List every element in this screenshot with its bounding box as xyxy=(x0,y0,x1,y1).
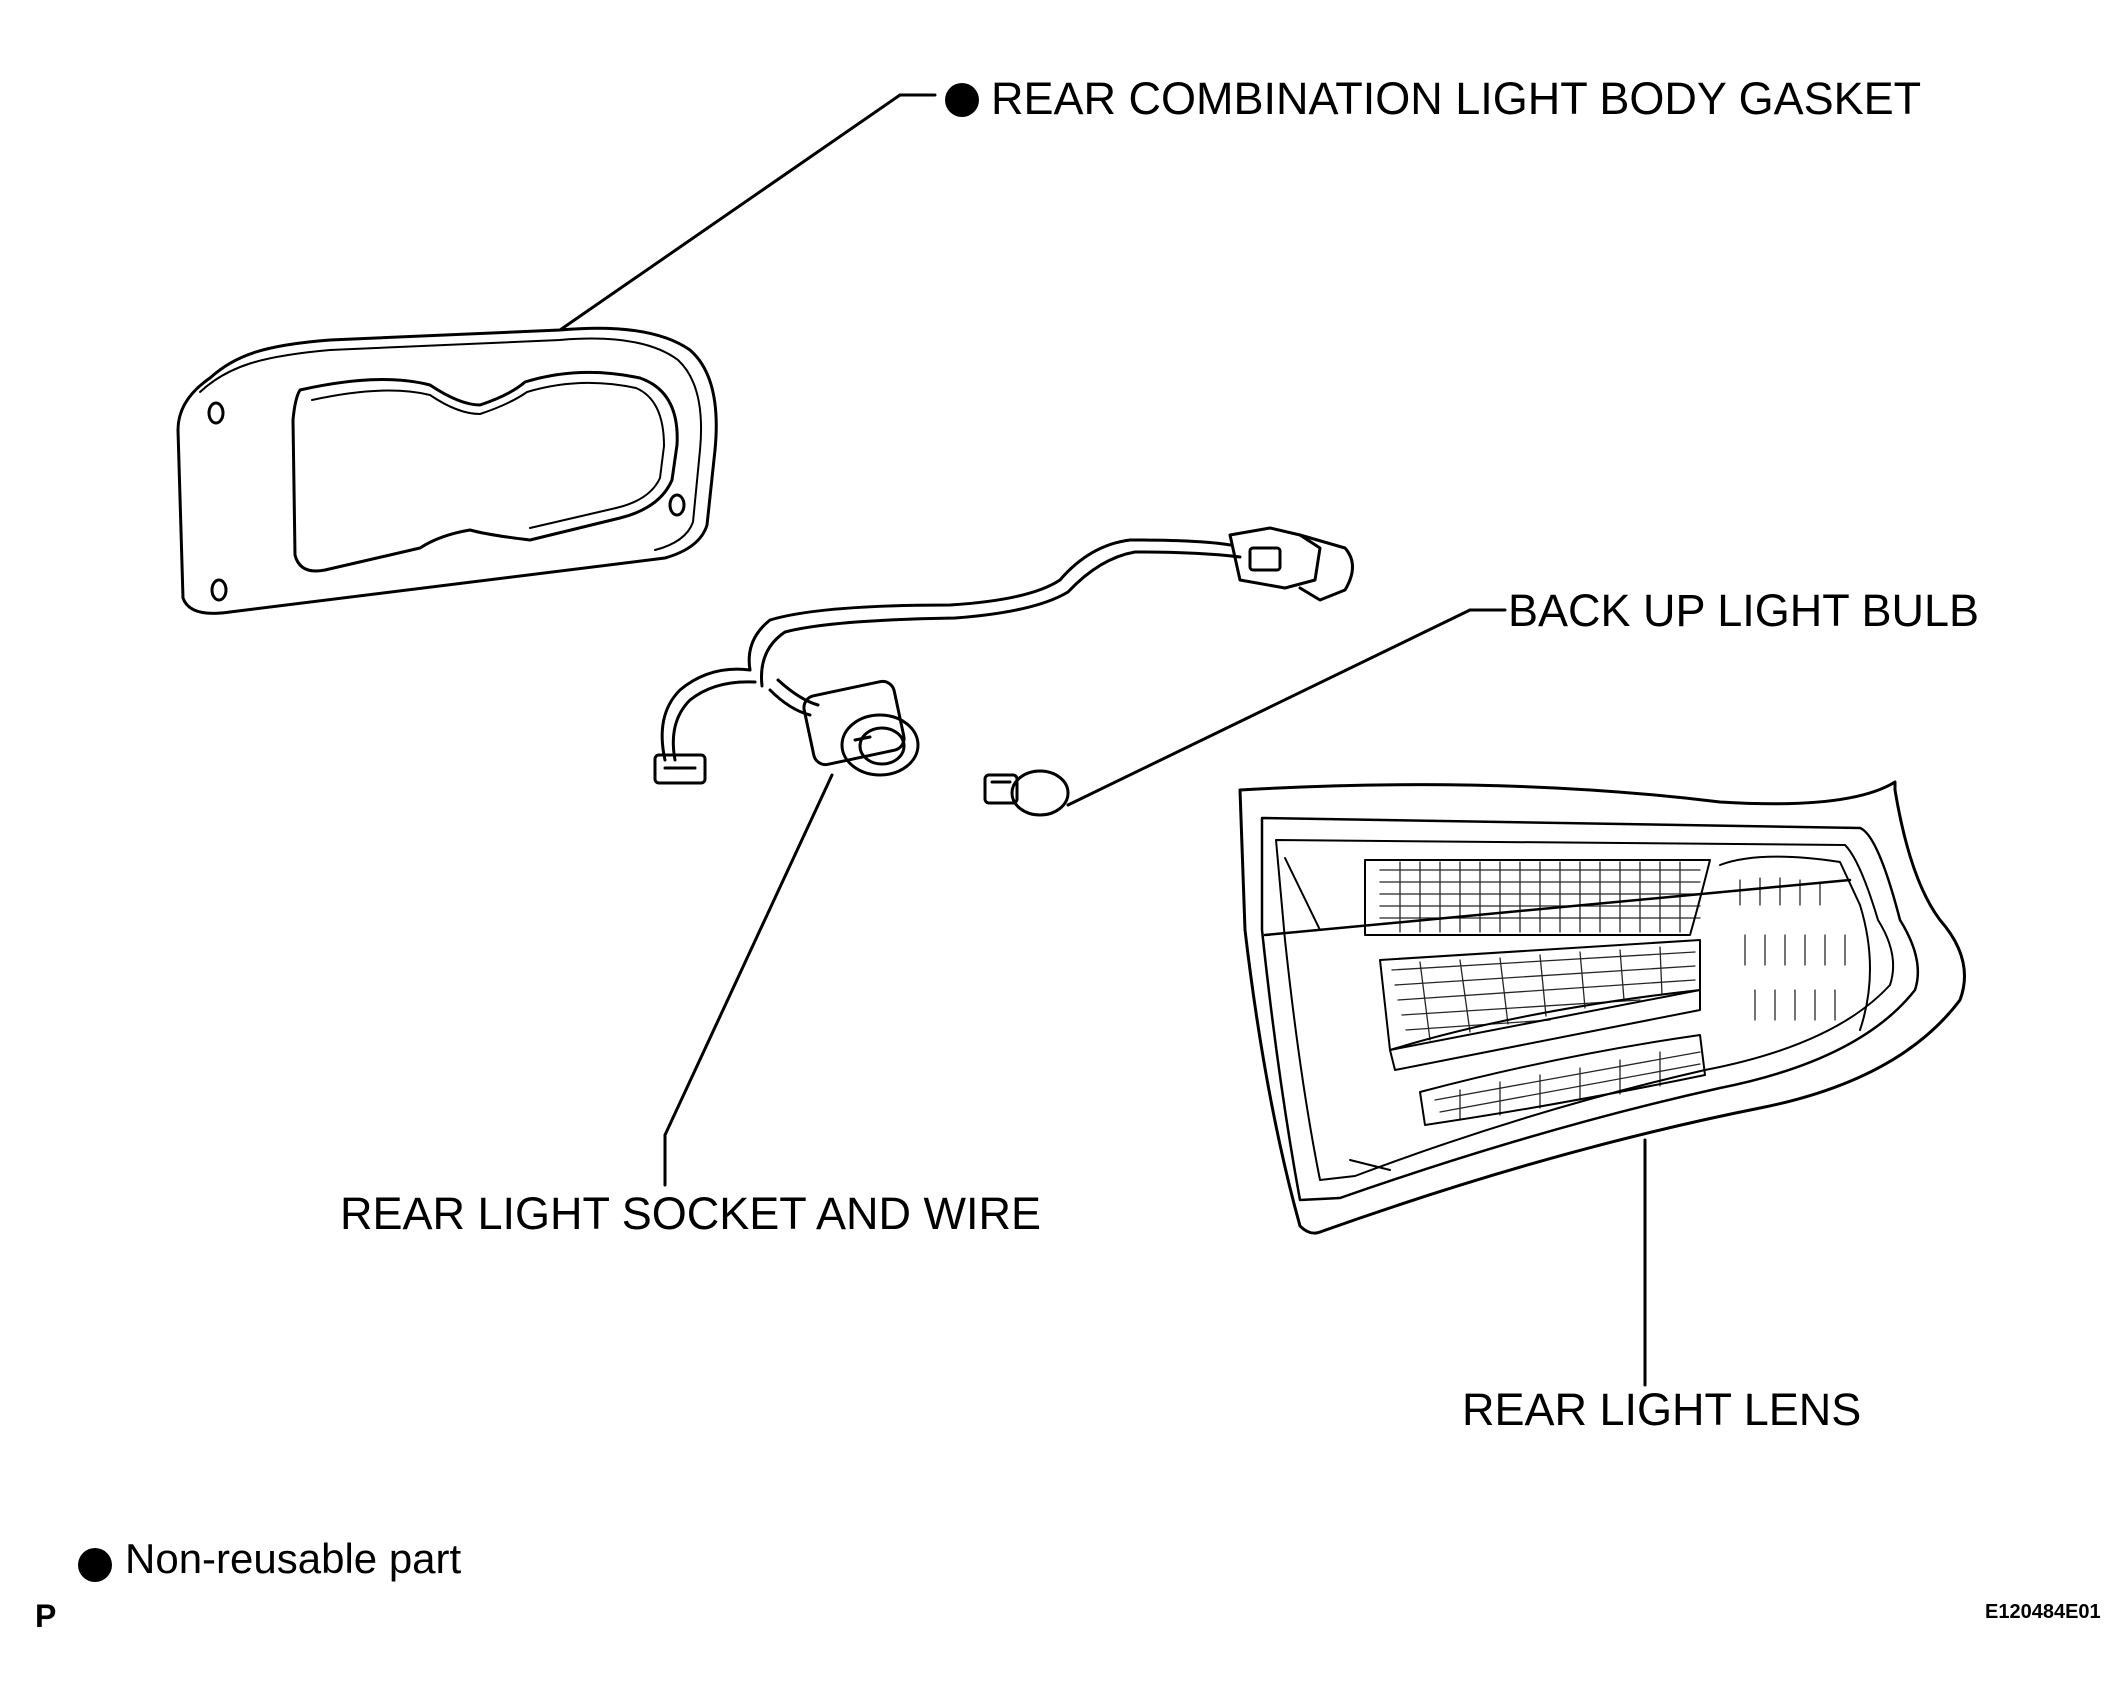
label-gasket: REAR COMBINATION LIGHT BODY GASKET xyxy=(945,76,1921,121)
rear-combination-light-body-gasket xyxy=(176,93,937,615)
rear-light-lens xyxy=(1238,780,1966,1387)
label-rear-light-socket-and-wire: REAR LIGHT SOCKET AND WIRE xyxy=(340,1188,1041,1239)
label-rear-light-lens: REAR LIGHT LENS xyxy=(1462,1384,1862,1435)
figure-id: E120484E01 xyxy=(1985,1601,2101,1623)
non-reusable-marker-icon xyxy=(945,83,979,117)
back-up-light-bulb xyxy=(983,608,1507,817)
footer-code: P xyxy=(35,1598,57,1634)
rear-light-socket-and-wire xyxy=(653,526,1354,1187)
label-gasket-text: REAR COMBINATION LIGHT BODY GASKET xyxy=(991,73,1922,124)
label-back-up-light-bulb: BACK UP LIGHT BULB xyxy=(1508,585,1980,636)
legend-text: Non-reusable part xyxy=(125,1535,462,1582)
filled-circle-icon xyxy=(78,1548,112,1582)
